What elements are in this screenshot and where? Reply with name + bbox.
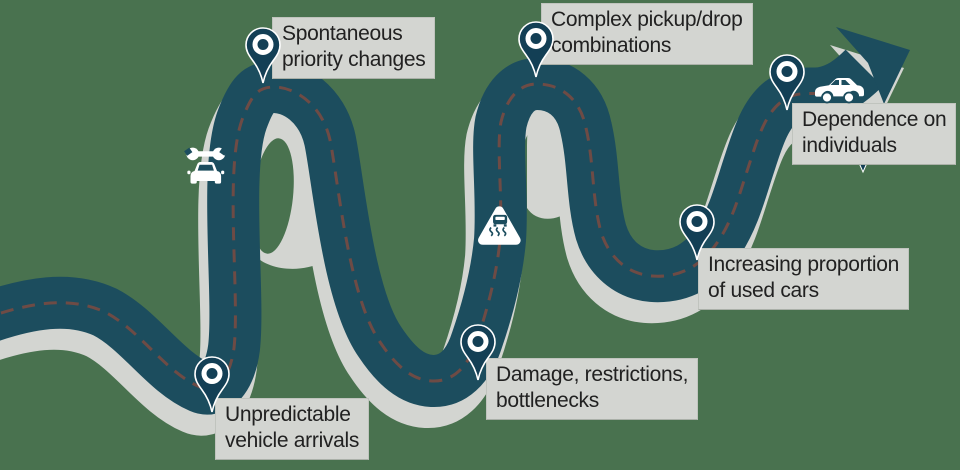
road-centerline	[0, 82, 823, 390]
car-side-icon	[815, 78, 864, 104]
milestone-label-increasing-proportion-of-used-cars: Increasing proportion of used cars	[698, 248, 909, 310]
label-line: combinations	[551, 34, 672, 57]
label-line: of used cars	[708, 279, 819, 302]
label-line: vehicle arrivals	[225, 429, 360, 452]
label-line: bottlenecks	[496, 389, 599, 412]
label-line: Damage, restrictions,	[496, 363, 689, 386]
label-line: Increasing proportion	[708, 253, 899, 276]
milestone-label-spontaneous-priority-changes: Spontaneous priority changes	[272, 17, 436, 79]
label-line: Dependence on	[802, 108, 947, 131]
label-line: Spontaneous	[282, 22, 403, 45]
label-line: priority changes	[282, 48, 426, 71]
label-line: Complex pickup/drop	[551, 8, 743, 31]
label-line: Unpredictable	[225, 403, 351, 426]
milestone-label-complex-pickup-drop: Complex pickup/drop combinations	[541, 3, 753, 65]
label-line: individuals	[802, 134, 897, 157]
car-service-icon	[184, 147, 228, 184]
milestone-label-unpredictable-vehicle-arrivals: Unpredictable vehicle arrivals	[215, 398, 370, 460]
milestone-label-dependence-on-individuals: Dependence on individuals	[792, 103, 957, 165]
hairpin-loop-gap	[252, 138, 294, 254]
road-surface	[0, 49, 883, 415]
road-shadow	[0, 45, 904, 436]
arrow-head-icon	[836, 27, 910, 104]
map-pin-dependence-on-individuals	[770, 55, 804, 110]
slippery-road-icon	[478, 206, 521, 245]
milestone-label-damage-restrictions-bottlenecks: Damage, restrictions, bottlenecks	[486, 358, 699, 420]
